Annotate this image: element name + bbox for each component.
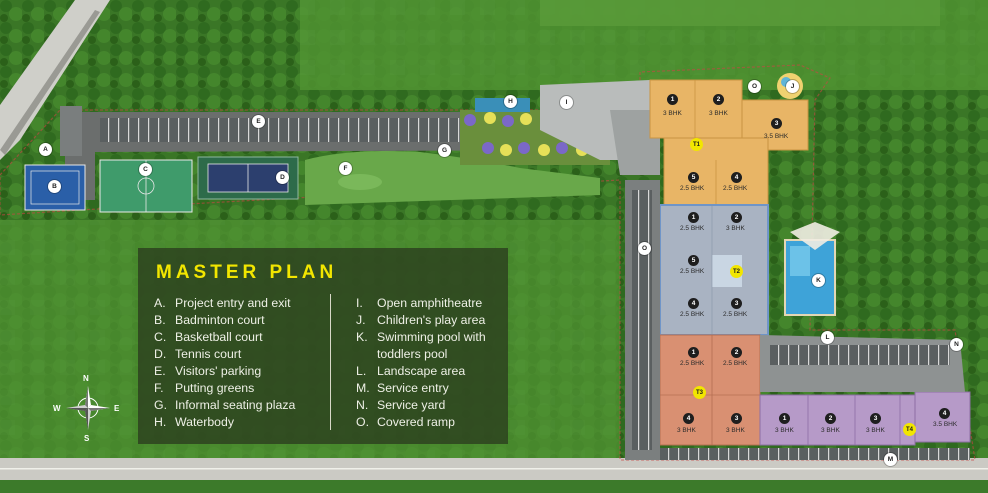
unit-type: 3.5 BHK: [933, 421, 958, 428]
unit-number: 4: [683, 413, 694, 424]
unit-type: 2.5 BHK: [680, 311, 705, 318]
unit-number: 1: [667, 94, 678, 105]
tower-t1: [649, 79, 809, 209]
legend-item: I.Open amphitheatre: [356, 296, 483, 310]
unit-number: 5: [688, 255, 699, 266]
marker-a[interactable]: A: [39, 143, 52, 156]
unit-number: 2: [731, 347, 742, 358]
unit-number: 3: [731, 413, 742, 424]
marker-e[interactable]: E: [252, 115, 265, 128]
tower-t3: [659, 334, 761, 446]
unit-type: 3 BHK: [677, 427, 696, 434]
marker-f[interactable]: F: [339, 162, 352, 175]
tower-badge-t3: T3: [693, 386, 706, 399]
legend-item: K.Swimming pool with toddlers pool: [356, 330, 486, 361]
legend-item: L.Landscape area: [356, 364, 466, 378]
unit-type: 2.5 BHK: [680, 185, 705, 192]
marker-d[interactable]: D: [276, 171, 289, 184]
unit-number: 3: [870, 413, 881, 424]
legend-item: G.Informal seating plaza: [154, 398, 296, 412]
marker-i[interactable]: I: [560, 96, 573, 109]
tower-t2: [659, 204, 769, 336]
unit-number: 1: [779, 413, 790, 424]
unit-type: 2.5 BHK: [723, 360, 748, 367]
legend-item: J.Children's play area: [356, 313, 486, 327]
unit-number: 1: [688, 347, 699, 358]
marker-l[interactable]: L: [821, 331, 834, 344]
unit-type: 2.5 BHK: [680, 360, 705, 367]
unit-type: 3 BHK: [709, 110, 728, 117]
unit-type: 2.5 BHK: [680, 225, 705, 232]
unit-number: 4: [939, 408, 950, 419]
compass-west: W: [53, 404, 61, 413]
legend-list-left: A.Project entry and exit B.Badminton cou…: [154, 295, 324, 431]
legend-panel: MASTER PLAN A.Project entry and exit B.B…: [138, 248, 508, 444]
tower-badge-t4: T4: [903, 423, 916, 436]
tower-t4: [759, 391, 971, 446]
legend-item: B.Badminton court: [154, 313, 265, 327]
unit-type: 3 BHK: [821, 427, 840, 434]
unit-number: 4: [688, 298, 699, 309]
legend-item: M.Service entry: [356, 381, 449, 395]
unit-type: 3 BHK: [663, 110, 682, 117]
marker-c[interactable]: C: [139, 163, 152, 176]
tower-badge-t2: T2: [730, 265, 743, 278]
unit-type: 2.5 BHK: [723, 311, 748, 318]
marker-n[interactable]: N: [950, 338, 963, 351]
tower-badge-t1: T1: [690, 138, 703, 151]
unit-number: 2: [713, 94, 724, 105]
unit-number: 2: [731, 212, 742, 223]
unit-number: 3: [731, 298, 742, 309]
legend-title: MASTER PLAN: [156, 262, 338, 283]
compass-east: E: [114, 404, 120, 413]
unit-number: 5: [688, 172, 699, 183]
legend-item: H.Waterbody: [154, 415, 235, 429]
unit-number: 2: [825, 413, 836, 424]
marker-j[interactable]: J: [786, 80, 799, 93]
unit-type: 3 BHK: [866, 427, 885, 434]
unit-type: 3.5 BHK: [764, 133, 789, 140]
unit-type: 3 BHK: [726, 225, 745, 232]
marker-g[interactable]: G: [438, 144, 451, 157]
legend-divider: [330, 294, 331, 430]
legend-item: A.Project entry and exit: [154, 296, 291, 310]
legend-item: N.Service yard: [356, 398, 446, 412]
unit-number: 3: [771, 118, 782, 129]
compass-rose: N S W E: [52, 372, 124, 444]
marker-o[interactable]: O: [748, 80, 761, 93]
unit-number: 4: [731, 172, 742, 183]
compass-north: N: [83, 374, 89, 383]
legend-item: D.Tennis court: [154, 347, 242, 361]
unit-type: 3 BHK: [726, 427, 745, 434]
marker-h[interactable]: H: [504, 95, 517, 108]
compass-south: S: [84, 434, 90, 443]
unit-type: 3 BHK: [775, 427, 794, 434]
legend-item: C.Basketball court: [154, 330, 263, 344]
marker-k[interactable]: K: [812, 274, 825, 287]
marker-o2[interactable]: O: [638, 242, 651, 255]
marker-m[interactable]: M: [884, 453, 897, 466]
legend-item: F.Putting greens: [154, 381, 255, 395]
compass-icon: [66, 386, 110, 430]
legend-item: O.Covered ramp: [356, 415, 455, 429]
unit-type: 2.5 BHK: [723, 185, 748, 192]
legend-item: E.Visitors' parking: [154, 364, 262, 378]
marker-b1[interactable]: B: [48, 180, 61, 193]
unit-type: 2.5 BHK: [680, 268, 705, 275]
unit-number: 1: [688, 212, 699, 223]
legend-list-right: I.Open amphitheatre J.Children's play ar…: [356, 295, 506, 431]
